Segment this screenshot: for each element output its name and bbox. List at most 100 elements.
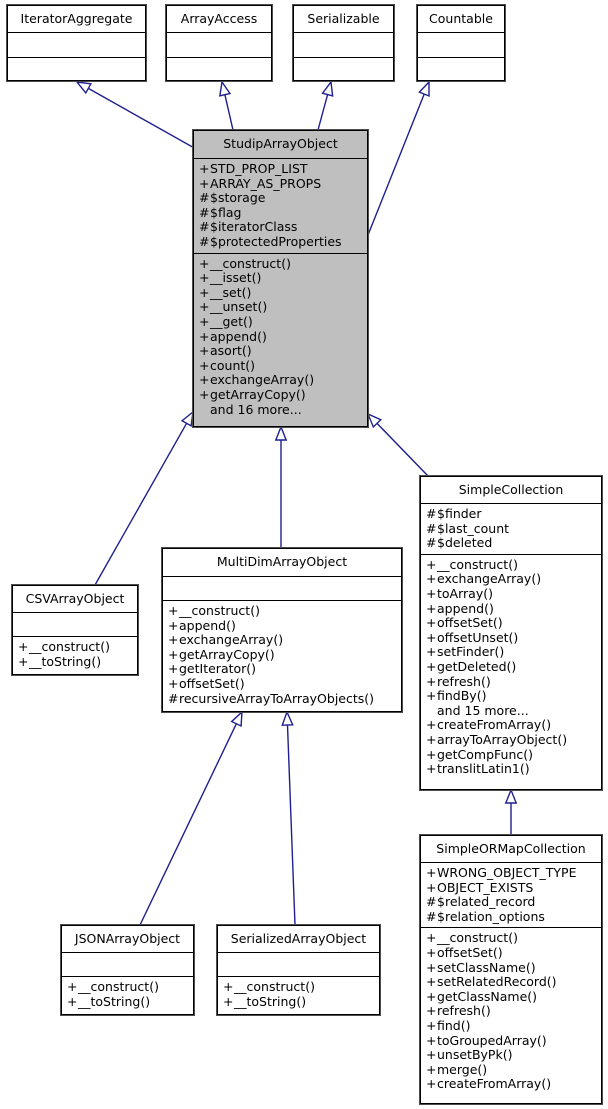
method-row: +__set() — [199, 285, 363, 301]
attributes-compartment-Serializable — [294, 32, 393, 57]
method-label: __get() — [210, 313, 253, 329]
method-label: translitLatin1() — [437, 761, 530, 777]
method-label: setClassName() — [437, 959, 536, 975]
class-name-StudipArrayObject: StudipArrayObject — [223, 136, 338, 151]
method-label: refresh() — [437, 1003, 491, 1019]
method-label: __construct() — [29, 639, 110, 654]
method-row: +exchangeArray() — [199, 373, 363, 388]
method-label: __isset() — [210, 270, 262, 286]
class-box-StudipArrayObject[interactable]: StudipArrayObject+STD_PROP_LIST+ARRAY_AS… — [192, 129, 369, 428]
inheritance-arrowhead — [281, 710, 294, 726]
method-row: +getArrayCopy() — [199, 387, 363, 403]
methods-compartment-SerializedArrayObject: +__construct()+__toString() — [218, 976, 379, 1012]
class-box-SerializedArrayObject[interactable]: SerializedArrayObject+__construct()+__to… — [216, 924, 381, 1016]
method-row: +offsetSet() — [426, 615, 597, 631]
attribute-label: $deleted — [437, 535, 493, 551]
method-label: __construct() — [437, 930, 518, 946]
visibility-marker: # — [426, 908, 437, 924]
attributes-compartment-CSVArrayObject — [13, 612, 137, 636]
methods-compartment-SimpleCollection: +__construct()+exchangeArray()+toArray()… — [421, 553, 601, 780]
method-label: unsetByPk() — [437, 1047, 513, 1063]
class-box-SimpleORMapCollection[interactable]: SimpleORMapCollection+WRONG_OBJECT_TYPE+… — [419, 834, 603, 1105]
method-label: append() — [210, 328, 267, 344]
visibility-marker: + — [426, 930, 437, 946]
visibility-marker: + — [199, 343, 210, 359]
class-name-MultiDimArrayObject: MultiDimArrayObject — [216, 554, 348, 569]
class-box-ArrayAccess[interactable]: ArrayAccess — [165, 4, 273, 82]
method-label: exchangeArray() — [210, 372, 315, 388]
generalization-StudipArrayObject-to-Countable — [367, 80, 430, 236]
visibility-marker: + — [426, 556, 437, 572]
method-label: getClassName() — [437, 988, 538, 1004]
attributes-compartment-JSONArrayObject — [62, 952, 193, 976]
method-label: __construct() — [210, 255, 291, 271]
visibility-marker: # — [199, 233, 210, 249]
inheritance-arrowhead — [218, 80, 232, 97]
attributes-compartment-SimpleORMapCollection: +WRONG_OBJECT_TYPE+OBJECT_EXISTS#$relate… — [421, 862, 601, 927]
attribute-label: $flag — [210, 204, 242, 220]
attribute-label: $iteratorClass — [210, 219, 298, 235]
method-row: +unsetByPk() — [426, 1047, 597, 1063]
method-label: setFinder() — [437, 644, 505, 660]
method-label: exchangeArray() — [437, 571, 542, 587]
class-box-JSONArrayObject[interactable]: JSONArrayObject+__construct()+__toString… — [60, 924, 195, 1016]
class-box-MultiDimArrayObject[interactable]: MultiDimArrayObject+__construct()+append… — [161, 547, 403, 713]
inheritance-arrowhead — [180, 410, 194, 427]
method-row: +toGroupedArray() — [426, 1033, 597, 1049]
class-name-SimpleCollection: SimpleCollection — [458, 482, 564, 497]
visibility-marker: + — [426, 644, 437, 660]
methods-compartment-SimpleORMapCollection: +__construct()+offsetSet()+setClassName(… — [421, 927, 601, 1095]
inheritance-arrowhead — [75, 81, 92, 95]
method-row: +__isset() — [199, 270, 363, 286]
visibility-marker: + — [168, 617, 179, 633]
class-box-Countable[interactable]: Countable — [416, 4, 506, 82]
method-row: +offsetUnset() — [426, 630, 597, 646]
attribute-row: #$relation_options — [426, 908, 597, 925]
generalization-SimpleORMapCollection-to-SimpleCollection — [504, 788, 518, 835]
visibility-marker: + — [199, 270, 210, 286]
visibility-marker: + — [426, 959, 437, 975]
method-label: arrayToArrayObject() — [437, 731, 568, 747]
visibility-marker: # — [426, 506, 437, 521]
attribute-row: #$finder — [426, 506, 597, 522]
method-row: +count() — [199, 358, 363, 374]
visibility-marker: + — [199, 175, 210, 191]
method-label: setRelatedRecord() — [437, 974, 557, 990]
attribute-row: +WRONG_OBJECT_TYPE — [426, 865, 597, 881]
method-row: +getArrayCopy() — [168, 646, 397, 663]
class-box-CSVArrayObject[interactable]: CSVArrayObject+__construct()+__toString(… — [11, 584, 139, 676]
method-row: +createFromArray() — [426, 1077, 597, 1092]
method-row: +getIterator() — [168, 662, 397, 677]
visibility-marker: + — [18, 653, 29, 669]
visibility-marker: + — [168, 646, 179, 662]
method-label: refresh() — [437, 673, 491, 689]
class-box-SimpleCollection[interactable]: SimpleCollection#$finder#$last_count#$de… — [419, 475, 603, 791]
attributes-compartment-MultiDimArrayObject — [163, 576, 401, 600]
method-row: +getCompFunc() — [426, 747, 597, 763]
method-row: +__toString() — [18, 653, 133, 670]
method-label: __construct() — [179, 603, 260, 618]
generalization-SimpleCollection-to-StudipArrayObject — [366, 412, 429, 477]
method-row: +__toString() — [67, 994, 189, 1010]
method-row: +append() — [426, 601, 597, 617]
methods-compartment-StudipArrayObject: +__construct()+__isset()+__set()+__unset… — [194, 252, 367, 421]
attribute-row: #$deleted — [426, 535, 597, 551]
class-name-JSONArrayObject: JSONArrayObject — [74, 931, 181, 946]
method-row: +createFromArray() — [426, 718, 597, 733]
method-row: +__unset() — [199, 300, 363, 315]
visibility-marker: + — [426, 615, 437, 631]
class-box-Serializable[interactable]: Serializable — [292, 4, 395, 82]
method-row: +find() — [426, 1018, 597, 1034]
method-label: createFromArray() — [437, 1076, 552, 1092]
class-box-IteratorAggregate[interactable]: IteratorAggregate — [6, 4, 147, 82]
attributes-compartment-IteratorAggregate — [8, 32, 145, 57]
method-row: +findBy() — [426, 688, 597, 704]
method-row: +__construct() — [426, 931, 597, 946]
generalization-SerializedArrayObject-to-MultiDimArrayObject — [281, 710, 296, 926]
attribute-row: #$storage — [199, 190, 363, 206]
attribute-row: #$related_record — [426, 894, 597, 910]
method-label: __construct() — [437, 556, 518, 572]
visibility-marker: + — [199, 372, 210, 388]
visibility-marker: + — [426, 974, 437, 990]
